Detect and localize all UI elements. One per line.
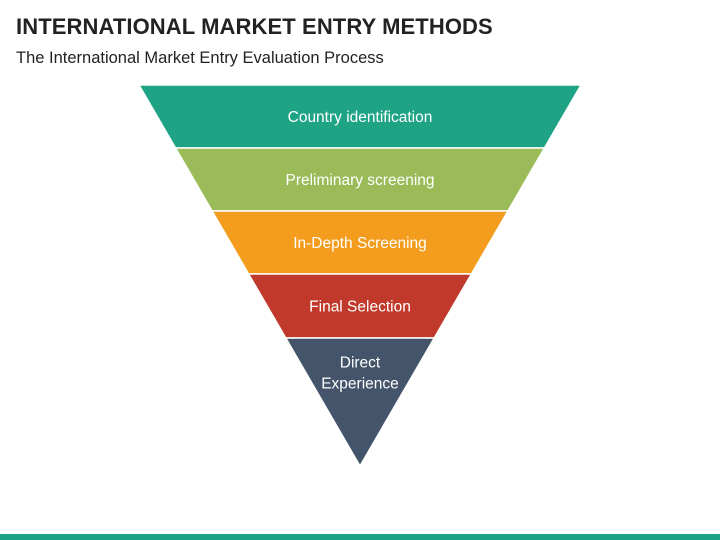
funnel-layer-1-label-line: Country identification bbox=[288, 109, 433, 126]
funnel-layer-4-label: Final Selection bbox=[309, 299, 411, 316]
funnel-layer-2-label-line: Preliminary screening bbox=[285, 172, 434, 189]
funnel-layer-4-label-line: Final Selection bbox=[309, 299, 411, 316]
funnel-layer-2-label: Preliminary screening bbox=[285, 172, 434, 189]
funnel-layer-1-label: Country identification bbox=[288, 109, 433, 126]
funnel-layer-5-label-line: Direct bbox=[340, 355, 381, 372]
funnel-layer-3-label: In-Depth Screening bbox=[293, 235, 427, 252]
slide-title: INTERNATIONAL MARKET ENTRY METHODS bbox=[16, 14, 493, 39]
slide-subtitle: The International Market Entry Evaluatio… bbox=[16, 49, 384, 67]
bottom-accent-bar bbox=[0, 534, 720, 540]
funnel-layer-5-label-line: Experience bbox=[321, 376, 399, 393]
funnel-layer-3-label-line: In-Depth Screening bbox=[293, 235, 427, 252]
funnel-layer-5 bbox=[284, 337, 436, 468]
